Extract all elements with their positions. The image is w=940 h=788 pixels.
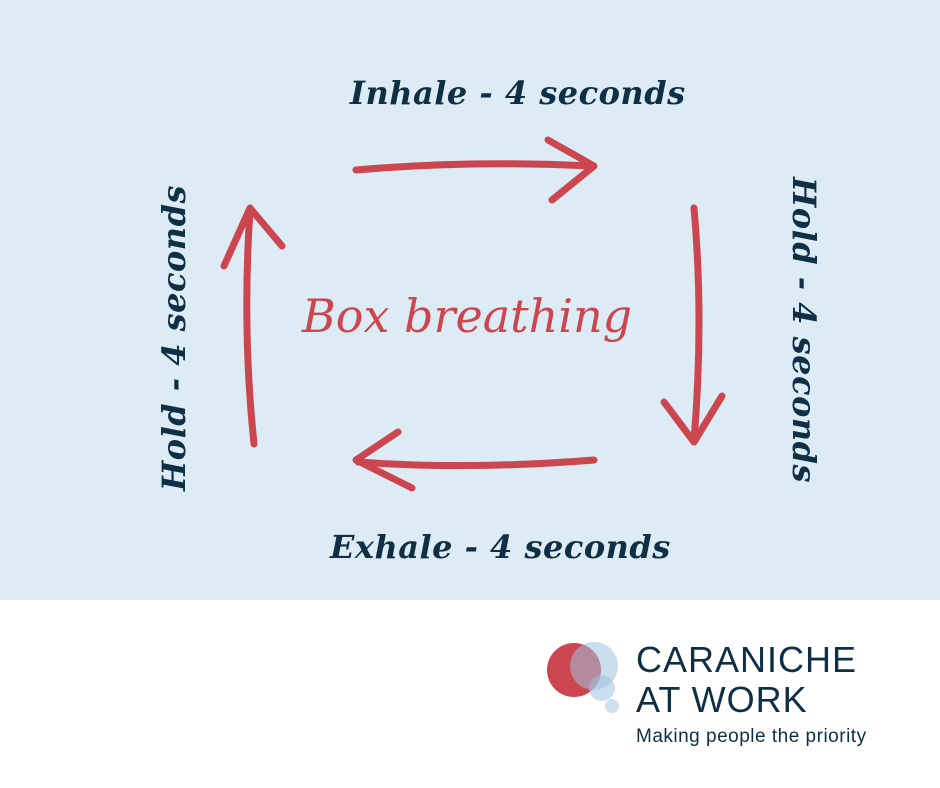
diagram-title: Box breathing [301,289,633,343]
step-inhale-label: Inhale - 4 seconds [350,74,686,112]
brand-logo-icon [547,642,619,713]
brand-tagline: Making people the priority [636,726,867,747]
brand-name-line2: AT WORK [636,679,808,720]
step-hold-left-label: Hold - 4 seconds [155,185,193,491]
step-exhale-label: Exhale - 4 seconds [330,528,671,566]
brand-name-line1: CARANICHE [636,639,858,680]
cycle-arrows [220,136,726,492]
arrow-up-left [220,204,286,448]
diagram-panel [0,0,940,600]
arrow-down-right [660,204,726,446]
arrow-right-top [352,136,598,204]
brand-block: CARANICHE AT WORK Making people the prio… [636,640,867,748]
step-hold-right-label: Hold - 4 seconds [785,177,823,483]
arrow-left-bottom [352,428,598,492]
